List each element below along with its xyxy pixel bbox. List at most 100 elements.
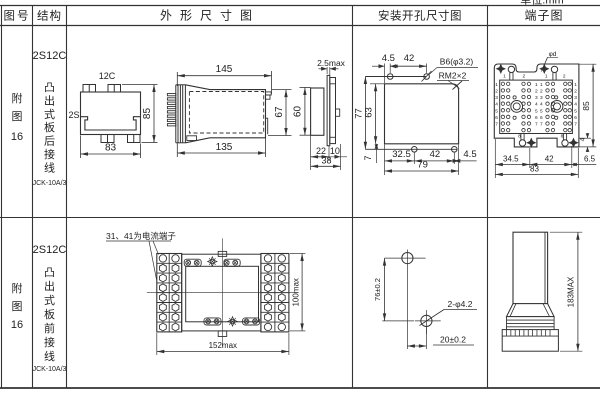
svg-text:出: 出 [44,93,55,107]
svg-text:20±0.2: 20±0.2 [440,335,466,345]
svg-text:6: 6 [574,115,577,121]
svg-text:10: 10 [330,146,340,156]
svg-text:式: 式 [44,294,55,307]
svg-text:42: 42 [404,53,415,64]
svg-text:6: 6 [540,115,543,121]
svg-text:83: 83 [105,143,117,154]
svg-text:145: 145 [216,64,233,75]
svg-text:3: 3 [495,95,498,101]
svg-text:JCK-10A/3: JCK-10A/3 [33,180,67,187]
svg-text:85: 85 [142,108,153,120]
svg-text:B6(φ3.2): B6(φ3.2) [440,57,474,67]
svg-text:5: 5 [574,108,577,114]
svg-text:1: 1 [535,82,538,88]
svg-text:5: 5 [535,108,538,114]
svg-text:安装开孔尺寸图: 安装开孔尺寸图 [378,9,462,23]
svg-text:板: 板 [44,120,55,134]
svg-text:5: 5 [540,108,543,114]
svg-text:2: 2 [563,74,566,80]
svg-text:6.5: 6.5 [584,154,596,163]
svg-text:38: 38 [321,155,331,165]
svg-text:63: 63 [363,107,374,118]
svg-text:RM2×2: RM2×2 [439,71,467,81]
svg-text:2: 2 [540,88,543,94]
svg-text:2-φ4.2: 2-φ4.2 [448,299,473,309]
svg-text:183MAX: 183MAX [566,276,575,307]
svg-text:图号: 图号 [4,10,31,23]
svg-text:1: 1 [495,82,498,88]
svg-text:图: 图 [12,300,23,313]
svg-text:2S12C: 2S12C [33,50,67,62]
svg-text:附: 附 [12,281,23,295]
svg-text:135: 135 [216,142,233,153]
svg-text:1: 1 [574,82,577,88]
svg-text:22: 22 [316,146,326,156]
svg-text:2S12C: 2S12C [33,244,67,256]
svg-text:6: 6 [495,115,498,121]
svg-text:7: 7 [363,155,373,160]
svg-text:152max: 152max [209,341,237,350]
svg-text:3: 3 [574,95,577,101]
svg-text:5: 5 [495,108,498,114]
svg-text:3: 3 [540,95,543,101]
svg-text:2: 2 [495,88,498,94]
svg-text:2: 2 [522,74,525,80]
svg-text:100max: 100max [291,278,300,306]
svg-text:板: 板 [44,307,55,321]
svg-text:8: 8 [561,134,564,140]
svg-text:2.5max: 2.5max [317,58,346,68]
svg-text:1: 1 [545,74,548,80]
svg-text:2: 2 [535,88,538,94]
svg-text:16: 16 [11,319,23,331]
svg-text:60: 60 [293,106,304,118]
svg-text:34.5: 34.5 [503,154,519,163]
svg-text:线: 线 [44,160,55,174]
svg-text:外形尺寸图: 外形尺寸图 [160,9,260,23]
svg-text:式: 式 [44,108,55,121]
svg-text:4: 4 [579,137,586,141]
svg-text:42: 42 [545,154,554,163]
svg-text:φd: φd [549,51,557,58]
svg-text:接: 接 [44,336,55,349]
svg-text:线: 线 [44,349,55,363]
svg-text:31、41为电流端子: 31、41为电流端子 [106,231,176,241]
svg-text:4: 4 [574,102,577,108]
svg-text:1: 1 [503,74,506,80]
svg-text:1: 1 [540,82,543,88]
svg-text:85: 85 [581,101,591,111]
svg-text:出: 出 [44,279,55,293]
svg-text:3: 3 [535,95,538,101]
svg-text:32.5: 32.5 [392,149,411,160]
svg-text:12C: 12C [99,71,116,81]
svg-text:16: 16 [11,131,23,143]
svg-text:单位:mm: 单位:mm [520,0,563,7]
svg-text:接: 接 [44,148,55,161]
svg-text:4.5: 4.5 [463,149,476,160]
svg-text:67: 67 [274,106,285,118]
svg-text:7: 7 [574,122,577,128]
svg-text:7: 7 [495,122,498,128]
svg-text:凸: 凸 [44,82,55,94]
svg-text:4.5: 4.5 [382,53,395,64]
svg-text:79: 79 [417,160,428,171]
svg-text:JCK-10A/3: JCK-10A/3 [33,366,67,373]
svg-text:端子图: 端子图 [524,9,563,23]
svg-text:7: 7 [540,122,543,128]
svg-text:凸: 凸 [44,267,55,279]
svg-text:76±0.2: 76±0.2 [373,278,382,301]
svg-text:2: 2 [574,88,577,94]
svg-text:结构: 结构 [37,9,62,23]
svg-text:8: 8 [518,134,521,140]
svg-text:7: 7 [535,122,538,128]
svg-text:77: 77 [353,108,364,119]
svg-text:图: 图 [12,110,23,123]
svg-text:前: 前 [44,321,55,335]
svg-text:83: 83 [530,165,539,174]
svg-text:后: 后 [44,135,55,148]
svg-text:附: 附 [12,91,23,105]
svg-text:2S: 2S [68,110,79,120]
svg-text:6: 6 [535,115,538,121]
svg-text:4: 4 [540,102,543,108]
svg-text:4: 4 [535,102,538,108]
svg-text:4: 4 [495,102,498,108]
